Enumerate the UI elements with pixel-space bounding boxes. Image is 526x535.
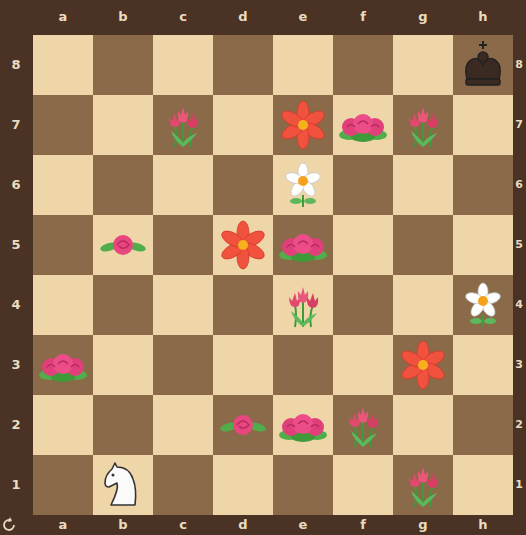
rank-coordinate: 4	[513, 297, 525, 313]
file-coordinate: f	[353, 517, 373, 533]
file-coordinate: h	[473, 9, 493, 25]
file-coordinate: f	[353, 9, 373, 25]
rank-coordinate: 7	[6, 117, 26, 133]
rank-coordinate: 7	[513, 117, 525, 133]
rank-coordinate: 6	[513, 177, 525, 193]
file-coordinate: b	[113, 517, 133, 533]
rank-coordinate: 3	[6, 357, 26, 373]
file-coordinate: d	[233, 9, 253, 25]
rank-coordinate: 8	[6, 57, 26, 73]
rank-coordinate: 4	[6, 297, 26, 313]
rank-coordinate: 6	[6, 177, 26, 193]
rank-coordinate: 8	[513, 57, 525, 73]
rank-coordinate: 1	[6, 477, 26, 493]
file-coordinate: a	[53, 517, 73, 533]
file-coordinate: e	[293, 9, 313, 25]
white-knight	[105, 463, 136, 505]
file-coordinate: d	[233, 517, 253, 533]
file-coordinate: e	[293, 517, 313, 533]
rank-coordinate: 2	[6, 417, 26, 433]
rank-coordinate: 2	[513, 417, 525, 433]
rank-coordinate: 5	[513, 237, 525, 253]
file-coordinate: b	[113, 9, 133, 25]
rank-coordinate: 1	[513, 477, 525, 493]
file-coordinate: c	[173, 517, 193, 533]
black-king	[466, 41, 500, 85]
rank-coordinate: 3	[513, 357, 525, 373]
file-coordinate: a	[53, 9, 73, 25]
file-coordinate: h	[473, 517, 493, 533]
rank-coordinate: 5	[6, 237, 26, 253]
file-coordinate: g	[413, 517, 433, 533]
flip-icon	[4, 517, 14, 530]
file-coordinate: g	[413, 9, 433, 25]
file-coordinate: c	[173, 9, 193, 25]
